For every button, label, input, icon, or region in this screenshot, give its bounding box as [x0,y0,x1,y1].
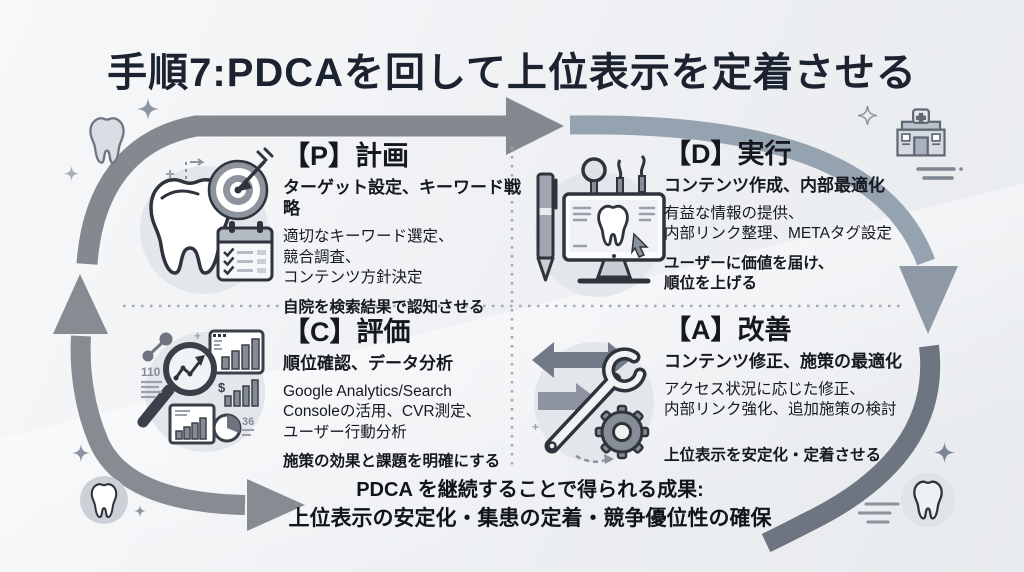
quadrant-check-outcome: 施策の効果と課題を明確にする [283,453,501,471]
metric-110-value: 110 [141,365,161,379]
calendar-checklist-icon [216,221,274,282]
cycle-band-right [569,115,935,266]
sparkle-icon [858,106,877,125]
cycle-arrow-right-icon [506,97,564,155]
pen-icon [536,172,558,282]
quadrant-act-outcome: 上位表示を安定化・定着させる [664,446,882,464]
sparkle-icon [64,166,79,181]
cycle-arrow-down-icon [899,266,958,334]
molecule-icon: + [142,329,201,362]
quadrant-act-heading: 【A】改善 [664,315,792,345]
tooth-target-calendar-icon [140,147,274,294]
tooth-icon [90,483,118,518]
dollar-bar-chart-icon: $ [218,379,259,407]
cycle-arrow-into-result-icon [247,479,305,531]
tooth-icon [89,117,125,164]
quadrant-do-body: 有益な情報の提供、 内部リンク整理、METAタグ設定 [664,204,892,243]
result-line-2: 上位表示の安定化・集患の定着・競争優位性の確保 [288,507,772,530]
quadrant-check-subtitle: 順位確認、データ分析 [283,353,453,373]
clinic-building-icon [896,108,946,157]
pen-monitor-dental-tools-icon [535,154,666,297]
tooth-icon [149,178,231,275]
cycle-hint-arrow-icon: + [532,420,614,464]
wrench-icon [544,347,647,454]
gear-icon [594,404,650,460]
quadrant-do-heading: 【D】実行 [664,139,792,169]
magnifier-trend-icon [137,342,217,428]
quadrant-act-body: アクセス状況に応じた修正、 内部リンク強化、追加施策の検討 [664,380,897,419]
quadrant-do: 【D】実行 コンテンツ作成、内部最適化 有益な情報の提供、 内部リンク整理、ME… [664,139,926,295]
cycle-band-bottom-left [70,335,246,515]
quadrant-do-outcome: ユーザーに価値を届け、 順位を上げる [664,254,834,293]
sparkle-icon [72,444,90,462]
svg-text:+: + [194,329,201,343]
quadrant-act-subtitle: コンテンツ修正、施策の最適化 [664,351,902,371]
svg-text:+: + [532,420,539,434]
speed-lines-icon [858,502,900,524]
cursor-icon [630,232,649,258]
dollar-sign: $ [218,380,226,395]
double-arrow-icon [532,342,630,378]
cycle-band-bottom-right [761,344,941,553]
pie-chart-icon: 36 [212,413,254,443]
cycle-arrow-up-icon [53,274,108,334]
check-icon: + 110 $ [110,326,272,487]
speed-lines-icon [916,167,963,180]
quadrant-check-heading: 【C】評価 [283,317,411,347]
page-title: 手順7:PDCAを回して上位表示を定着させる [107,51,917,95]
do-icon [520,150,670,305]
quadrant-plan-body: 適切なキーワード選定、 競合調査、 コンテンツ方針決定 [283,228,454,287]
quadrant-check-body: Google Analytics/Search Consoleの活用、CVR測定… [283,382,482,441]
cycle-band-top [76,115,506,265]
magnifier-analytics-icon: + 110 $ [137,329,265,452]
quadrant-act: 【A】改善 コンテンツ修正、施策の最適化 アクセス状況に応じた修正、 内部リンク… [664,315,932,466]
dental-tools-icon [581,154,646,197]
sparkle-icon [134,505,146,517]
act-icon: + [518,330,668,480]
monitor-icon [562,192,666,284]
quadrant-plan-subtitle: ターゲット設定、キーワード戦略 [283,177,521,218]
tooth-icon [913,480,943,520]
arrows-wrench-gear-icon: + [532,342,654,464]
result-summary: PDCA を継続することで得られる成果: 上位表示の安定化・集患の定着・競争優位… [235,478,825,532]
plan-icon [126,146,280,305]
quadrant-check: 【C】評価 順位確認、データ分析 Google Analytics/Search… [283,317,531,473]
target-icon [207,147,274,221]
document-bar-chart-icon [168,403,216,445]
metric-36-value: 36 [242,416,254,428]
quadrant-do-subtitle: コンテンツ作成、内部最適化 [664,175,885,195]
quadrant-plan: 【P】計画 ターゲット設定、キーワード戦略 適切なキーワード選定、 競合調査、 … [283,141,523,318]
panel-bar-chart-icon [208,329,265,375]
result-line-1: PDCA を継続することで得られる成果: [356,479,704,501]
quadrant-plan-outcome: 自院を検索結果で認知させる [283,298,485,316]
metric-110: 110 [141,365,162,399]
quadrant-plan-heading: 【P】計画 [283,141,410,171]
sparkle-icon [137,98,159,120]
sparkle-icon [934,442,955,463]
